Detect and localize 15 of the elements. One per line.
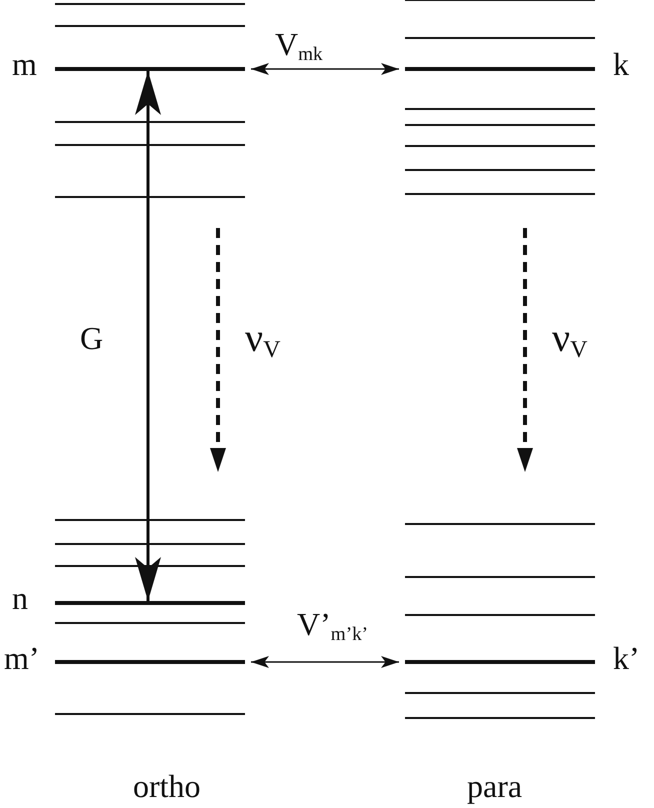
level-label: k’ — [613, 642, 640, 674]
level-label: m’ — [4, 642, 40, 674]
level-label: n — [12, 582, 28, 614]
level-label: m — [12, 48, 37, 80]
frequency-label: ν$_{V}$ — [245, 318, 280, 362]
arrow — [251, 656, 399, 668]
column-label: para — [467, 770, 522, 802]
edge-label: G — [80, 322, 104, 354]
edge-label: V’$_{m’k’}$ — [297, 608, 368, 644]
arrow — [251, 63, 399, 75]
level-label: k — [613, 48, 629, 80]
edge-label: V$_{mk}$ — [275, 28, 323, 64]
column-label: ortho — [133, 770, 201, 802]
arrow — [135, 71, 161, 601]
frequency-label: ν$_{V}$ — [552, 318, 588, 362]
